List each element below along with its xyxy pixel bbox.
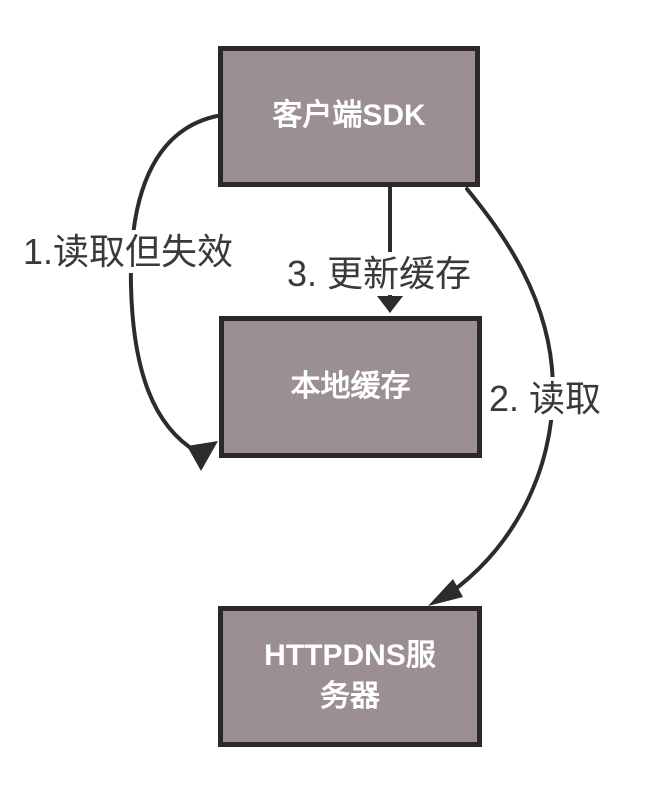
node-local-cache: 本地缓存 xyxy=(219,316,482,458)
node-client-sdk-label: 客户端SDK xyxy=(272,99,426,133)
edge-read-arrowhead-icon xyxy=(428,579,463,606)
node-client-sdk: 客户端SDK xyxy=(218,46,480,187)
edge-label-read: 2. 读取 xyxy=(486,377,605,421)
edge-read-expired-line xyxy=(128,114,219,454)
node-httpdns-server: HTTPDNS服务器 xyxy=(218,606,482,747)
edge-label-update-cache: 3. 更新缓存 xyxy=(284,252,475,296)
node-httpdns-server-label: HTTPDNS服务器 xyxy=(264,639,436,713)
edge-read-expired-arrowhead-icon xyxy=(187,441,218,471)
edge-label-read-expired: 1.读取但失效 xyxy=(20,230,237,274)
edge-update-cache-arrowhead-icon xyxy=(377,296,403,313)
node-local-cache-label: 本地缓存 xyxy=(290,369,411,403)
